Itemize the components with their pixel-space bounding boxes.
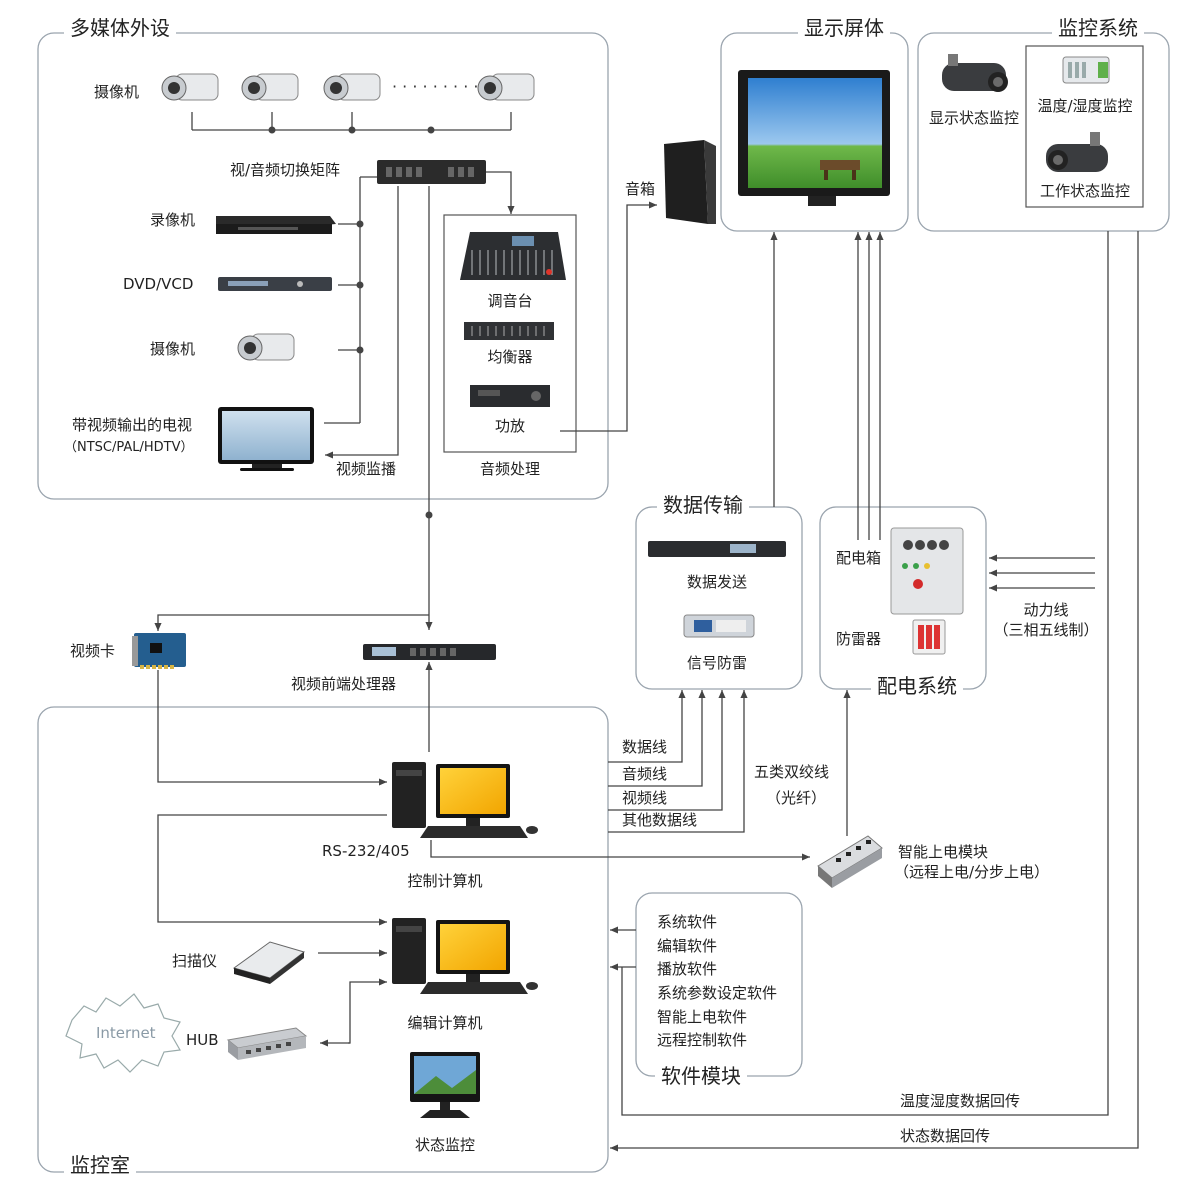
software-item: 播放软件 bbox=[657, 960, 718, 978]
group-title-monitor-system: 监控系统 bbox=[1052, 16, 1144, 40]
tv-label: 带视频输出的电视 bbox=[72, 416, 193, 434]
camera-icon bbox=[241, 73, 299, 101]
work-status-monitor-label: 工作状态监控 bbox=[1039, 182, 1131, 200]
mixer-icon bbox=[460, 232, 566, 280]
group-title-data-transmission: 数据传输 bbox=[657, 493, 749, 517]
surge-arrester-label: 防雷器 bbox=[836, 630, 882, 648]
dvd-player-icon bbox=[218, 277, 332, 291]
cctv-camera-icon bbox=[1046, 132, 1108, 172]
hub-icon bbox=[226, 1027, 308, 1060]
internet-cloud-icon bbox=[65, 993, 181, 1073]
surge-arrester-icon bbox=[912, 619, 946, 655]
temp-humidity-sensor-icon bbox=[1062, 56, 1110, 84]
camera-label: 摄像机 bbox=[94, 83, 140, 101]
matrix-label: 视/音频切换矩阵 bbox=[230, 161, 341, 179]
control-pc-label: 控制计算机 bbox=[407, 872, 483, 890]
camera-icon bbox=[237, 333, 295, 361]
tv-icon bbox=[218, 407, 314, 471]
signal-protector-icon bbox=[683, 614, 755, 638]
video-line-label: 视频线 bbox=[622, 789, 668, 807]
group-frame-control-room bbox=[37, 706, 609, 1173]
status-monitor-label: 状态监控 bbox=[414, 1136, 476, 1154]
edit-pc-label: 编辑计算机 bbox=[407, 1014, 483, 1032]
distribution-box-label: 配电箱 bbox=[836, 549, 882, 567]
monitor-inner-frame bbox=[1025, 45, 1144, 208]
speaker-label: 音箱 bbox=[625, 180, 656, 198]
power-module-label: 智能上电模块 bbox=[898, 843, 989, 861]
power-line-label: 动力线 bbox=[1023, 601, 1069, 619]
data-sender-label: 数据发送 bbox=[686, 573, 748, 591]
fiber-label: （光纤） bbox=[766, 789, 827, 807]
front-processor-icon bbox=[363, 644, 496, 660]
recorder-label: 录像机 bbox=[150, 211, 196, 229]
mixer-label: 调音台 bbox=[487, 292, 533, 310]
camera-icon bbox=[477, 73, 535, 101]
temp-humidity-monitor-label: 温度/湿度监控 bbox=[1037, 97, 1133, 115]
power-module-icon bbox=[817, 835, 883, 888]
camera-icon bbox=[323, 73, 381, 101]
cctv-camera-icon bbox=[942, 54, 1008, 92]
group-frame-monitor bbox=[917, 32, 1170, 232]
video-card-icon bbox=[132, 633, 186, 669]
group-title-software: 软件模块 bbox=[655, 1064, 747, 1088]
video-monitor-label: 视频监播 bbox=[336, 460, 397, 478]
recorder-icon bbox=[216, 216, 336, 234]
tv-formats-label: （NTSC/PAL/HDTV） bbox=[64, 440, 194, 455]
hub-label: HUB bbox=[186, 1031, 219, 1049]
control-pc-icon bbox=[392, 762, 538, 838]
led-display-icon bbox=[738, 70, 890, 206]
software-item: 智能上电软件 bbox=[657, 1008, 748, 1026]
power-line-note: （三相五线制） bbox=[993, 621, 1099, 639]
status-return-label: 状态数据回传 bbox=[900, 1127, 991, 1145]
distribution-box-icon bbox=[890, 527, 964, 615]
signal-protector-label: 信号防雷 bbox=[686, 654, 748, 672]
amplifier-label: 功放 bbox=[494, 417, 526, 435]
software-item: 编辑软件 bbox=[657, 937, 718, 955]
rs232-label: RS-232/405 bbox=[322, 842, 410, 860]
audio-proc-frame bbox=[443, 214, 577, 453]
internet-label: Internet bbox=[96, 1024, 156, 1042]
front-processor-label: 视频前端处理器 bbox=[291, 675, 397, 693]
group-title-display: 显示屏体 bbox=[798, 16, 890, 40]
group-title-control-room: 监控室 bbox=[64, 1153, 136, 1177]
scanner-icon bbox=[232, 941, 306, 984]
edit-pc-icon bbox=[392, 918, 538, 994]
cat5-label: 五类双绞线 bbox=[754, 763, 830, 781]
video-card-label: 视频卡 bbox=[70, 642, 116, 660]
status-monitor-icon bbox=[410, 1052, 480, 1118]
dvd-label: DVD/VCD bbox=[123, 275, 194, 293]
equalizer-label: 均衡器 bbox=[487, 348, 533, 366]
group-frame-multimedia bbox=[37, 32, 609, 500]
svg-text:· · · · · · · · · · ·: · · · · · · · · · · · bbox=[392, 77, 499, 96]
matrix-switcher-icon bbox=[377, 160, 486, 184]
group-title-multimedia: 多媒体外设 bbox=[64, 16, 176, 40]
equalizer-icon bbox=[464, 322, 554, 340]
audio-line-label: 音频线 bbox=[622, 765, 668, 783]
audio-processing-label: 音频处理 bbox=[479, 460, 541, 478]
data-line-label: 数据线 bbox=[622, 738, 668, 756]
speaker-icon bbox=[664, 140, 716, 224]
data-sender-icon bbox=[648, 541, 786, 557]
amplifier-icon bbox=[470, 385, 550, 407]
power-module-note: （远程上电/分步上电） bbox=[894, 863, 1050, 881]
other-data-line-label: 其他数据线 bbox=[622, 811, 698, 829]
software-item: 远程控制软件 bbox=[657, 1031, 748, 1049]
software-item: 系统软件 bbox=[657, 913, 718, 931]
temp-return-label: 温度湿度数据回传 bbox=[900, 1092, 1021, 1110]
scanner-label: 扫描仪 bbox=[172, 952, 218, 970]
camera-icon bbox=[161, 73, 219, 101]
camera-label: 摄像机 bbox=[150, 340, 196, 358]
display-status-monitor-label: 显示状态监控 bbox=[928, 109, 1020, 127]
software-item: 系统参数设定软件 bbox=[657, 984, 778, 1002]
group-title-power-system: 配电系统 bbox=[871, 674, 963, 698]
